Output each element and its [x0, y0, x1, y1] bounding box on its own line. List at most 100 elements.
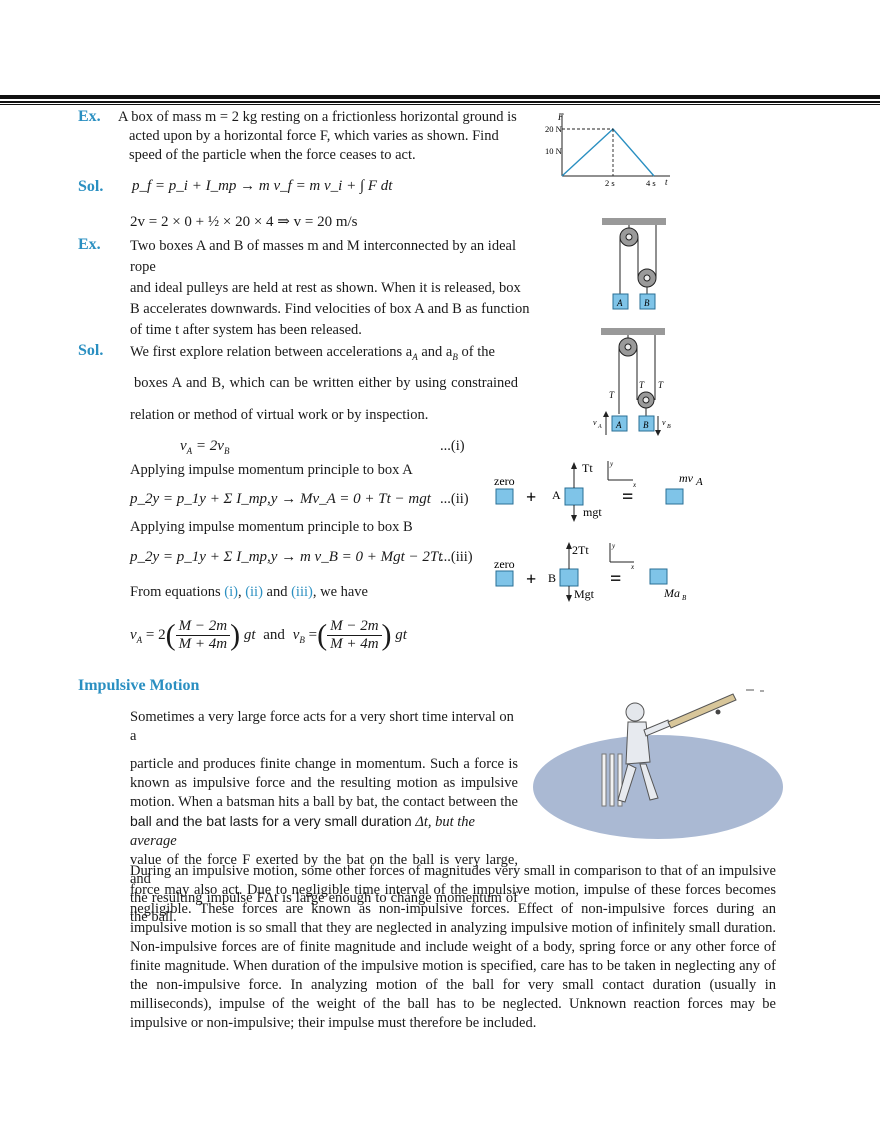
svg-text:+: + [526, 569, 536, 589]
sol2-eq-ii: p_2y = p_1y + Σ I_mp,y → Mv_A = 0 + Tt −… [130, 491, 431, 507]
from-pre: From equations [130, 584, 225, 600]
graph1-y-axis: F [557, 112, 564, 122]
pulley2-va-sub: A [597, 424, 602, 430]
pulley2-tension-right: T [658, 380, 664, 390]
sol2-apply-a: Applying impulse momentum principle to b… [130, 462, 413, 478]
impulse-a-axis-y: y [609, 460, 614, 468]
svg-text:=: = [610, 568, 621, 590]
sol2-eq-iii: p_2y = p_1y + Σ I_mp,y → m v_B = 0 + Mgt… [130, 549, 443, 565]
sol1-eq1: p_f = p_i + I_mp → m v_f = m v_i + ∫ F d… [132, 178, 393, 194]
impulse-b-zero: zero [494, 557, 515, 571]
ex2-label: Ex. [78, 236, 101, 253]
impulse-b-box-label: B [548, 571, 556, 585]
impulsive-p2: During an impulsive motion, some other f… [130, 863, 776, 1031]
eq-i-mid: = 2v [192, 438, 224, 454]
force-time-graph: F 20 N 10 N 2 s 4 s t [545, 112, 670, 188]
impulsive-p1-sans-tail: Δt, but the average [130, 814, 475, 849]
impulsive-p1-line-4: motion. When a batsman hits a ball by ba… [130, 794, 518, 810]
pulley-diagram-2: A B T T T v A v B [593, 328, 671, 436]
ex1-line-3: speed of the particle when the force cea… [129, 147, 416, 163]
final-num-b: M − 2m [327, 618, 382, 636]
impulsive-p1-line-8: the ball. [130, 909, 177, 925]
from-ref-i: (i) [224, 584, 238, 600]
final-den-b: M + 4m [330, 636, 379, 652]
header-rule-thick [0, 95, 880, 99]
ex2-line-3: B accelerates downwards. Find velocities… [130, 301, 530, 317]
impulse-b-axis-y: y [611, 542, 616, 550]
impulse-b-axis-x: x [630, 563, 635, 571]
graph1-x-axis: t [665, 177, 668, 187]
final-coef: = 2 [145, 626, 166, 643]
impulse-b-result-sub: B [682, 594, 687, 602]
pulley2-box-a: A [615, 420, 622, 430]
impulse-a-axis-x: x [632, 481, 637, 489]
impulse-diagram-b: zero + B 2Tt Mgt y x = Ma B [494, 542, 687, 602]
impulsive-p1-line-2: particle and produces finite change in m… [130, 756, 518, 772]
svg-text:+: + [526, 487, 536, 507]
ex2-line-1: Two boxes A and B of masses m and M inte… [130, 238, 516, 275]
impulsive-p1-sans: ball and the bat lasts for a very small … [130, 813, 412, 829]
impulse-a-result: mv [679, 471, 694, 485]
ex2-text: Two boxes A and B of masses m and M inte… [130, 236, 530, 341]
final-vb-sub: B [299, 634, 305, 645]
final-va-sub: A [136, 634, 143, 645]
impulse-b-up: 2Tt [572, 543, 589, 557]
final-va: v [130, 626, 137, 643]
sol2-eq-ii-tag: ...(ii) [440, 491, 469, 507]
from-ref-ii: (ii) [245, 584, 263, 600]
impulse-a-up: Tt [582, 461, 593, 475]
sol2-apply-b: Applying impulse momentum principle to b… [130, 519, 413, 535]
sol2-label: Sol. [78, 342, 104, 359]
impulse-b-result: Ma [663, 586, 680, 600]
ex1-text: A box of mass m = 2 kg resting on a fric… [118, 108, 538, 165]
final-gt-a: gt [243, 626, 256, 643]
pulley-diagram-1: A B [602, 218, 666, 310]
sol2-line-1-end: of the [457, 344, 495, 360]
pulley2-tension-mid: T [639, 380, 645, 390]
ex2-line-4: of time t after system has been released… [130, 322, 362, 338]
impulsive-p1-line-7: the resulting impulse FΔt is large enoug… [130, 890, 518, 906]
graph1-x-tick-4: 4 s [646, 178, 656, 188]
sol2-from-equations: From equations (i), (ii) and (iii), we h… [130, 584, 368, 601]
pulley2-tension-left: T [609, 390, 615, 400]
impulsive-p1: Sometimes a very large force acts for a … [130, 708, 518, 927]
final-vb: v [292, 626, 300, 643]
impulse-a-box-label: A [552, 488, 561, 502]
sol2-eq-i-tag: ...(i) [440, 438, 465, 455]
sol2-sub-a: A [412, 351, 418, 362]
from-comma: , [237, 584, 246, 600]
ex1-label: Ex. [78, 108, 101, 125]
pulley1-box-b: B [644, 298, 650, 308]
pulley2-vb: v [662, 418, 666, 427]
from-ref-iii: (iii) [291, 584, 313, 600]
ex1-line-1: A box of mass m = 2 kg resting on a fric… [118, 109, 517, 125]
graph1-y-tick-20: 20 N [545, 124, 562, 134]
cricket-batsman-illustration [533, 689, 783, 839]
impulse-a-zero: zero [494, 474, 515, 488]
sol2-eq-i: vA = 2vB [180, 438, 229, 456]
impulsive-p1-line-6: value of the force F exerted by the bat … [130, 852, 518, 887]
eq-i-sub-a: A [186, 446, 193, 456]
sol2-line-1: We first explore relation between accele… [130, 344, 495, 362]
impulsive-p1-line-5: ball and the bat lasts for a very small … [130, 812, 518, 851]
eq-i-sub-b: B [223, 446, 230, 456]
pulley2-box-b: B [643, 420, 649, 430]
eq-i-tag-text: ...(i) [440, 438, 465, 454]
final-num-a: M − 2m [175, 618, 231, 636]
pulley2-vb-sub: B [667, 424, 671, 430]
impulse-diagram-a: zero + A Tt mgt y x = mv A [494, 460, 703, 522]
svg-text:=: = [622, 486, 633, 508]
sol2-sub-b: B [452, 351, 458, 362]
graph1-y-tick-10: 10 N [545, 146, 562, 156]
sol2-eq-iii-tag: ...(iii) [440, 549, 473, 565]
pulley2-va: v [593, 418, 597, 427]
from-and: and [262, 584, 292, 600]
eq-i-lhs: v [180, 438, 187, 454]
ex2-line-2: and ideal pulleys are held at rest as sh… [130, 280, 521, 296]
impulse-a-result-sub: A [695, 476, 703, 488]
sol2-line-1-and: and a [417, 344, 453, 360]
header-rule-thin [0, 101, 880, 103]
